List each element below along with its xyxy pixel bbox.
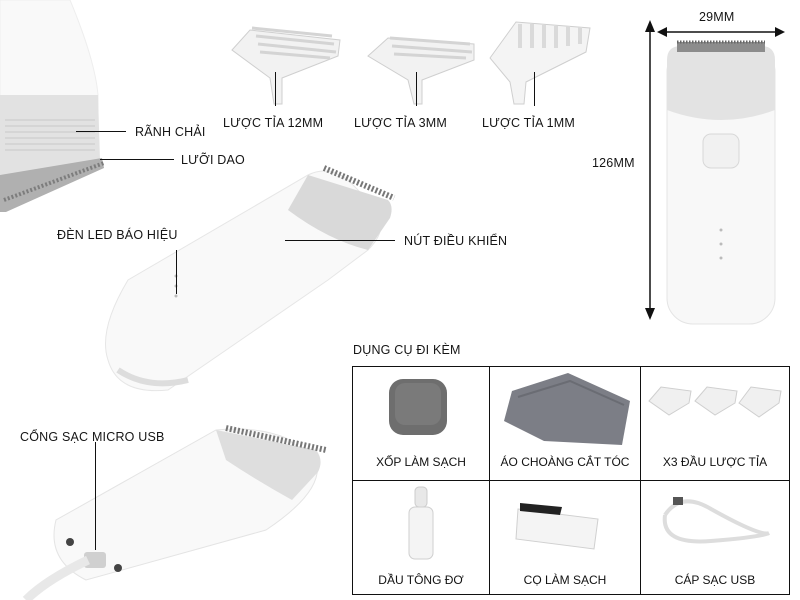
accessory-label: CỌ LÀM SẠCH [523, 573, 607, 587]
cape-image [504, 373, 630, 445]
clipper-usb-port-image [22, 425, 327, 600]
comb-label-3mm: LƯỢC TỈA 3MM [354, 116, 448, 130]
label-nut-dieu-khien: NÚT ĐIỀU KHIỂN [404, 234, 508, 248]
usb-cable-image [662, 497, 770, 544]
accessory-label: CÁP SẠC USB [674, 573, 756, 587]
label-ranh-chai: RÃNH CHẢI [135, 125, 206, 139]
label-den-led: ĐÈN LED BÁO HIỆU [57, 228, 178, 242]
clipper-front-view-image [666, 40, 776, 325]
dimension-height: 126MM [592, 156, 635, 170]
accessories-title: DỤNG CỤ ĐI KÈM [353, 343, 461, 357]
cleaning-brush-image [515, 503, 599, 550]
accessory-cell: XỐP LÀM SẠCH [353, 367, 490, 481]
accessory-cell: ÁO CHOÀNG CẮT TÓC [490, 367, 641, 481]
label-cong-sac: CỔNG SẠC MICRO USB [20, 430, 165, 444]
clipper-closeup-image [0, 0, 105, 212]
comb-12mm-image [231, 26, 341, 105]
accessories-grid: XỐP LÀM SẠCH ÁO CHOÀNG CẮT TÓC X3 ĐẦU LƯ… [352, 366, 790, 595]
accessory-cell: CỌ LÀM SẠCH [490, 481, 641, 594]
comb-label-1mm: LƯỢC TỈA 1MM [482, 116, 576, 130]
dimension-width: 29MM [699, 10, 735, 24]
comb-1mm-image [489, 21, 591, 105]
accessory-label: DẦU TÔNG ĐƠ [378, 573, 464, 587]
sponge-image [389, 379, 447, 435]
clipper-main-image [105, 165, 396, 392]
comb-label-12mm: LƯỢC TỈA 12MM [223, 116, 324, 130]
accessory-cell: DẦU TÔNG ĐƠ [353, 481, 490, 594]
accessory-label: X3 ĐẦU LƯỢC TỈA [662, 455, 768, 469]
accessory-label: ÁO CHOÀNG CẮT TÓC [500, 455, 630, 469]
accessory-label: XỐP LÀM SẠCH [376, 455, 466, 469]
oil-bottle-image [408, 486, 434, 560]
comb-3mm-image [367, 36, 475, 105]
width-arrow [657, 27, 785, 37]
three-combs-image [648, 386, 782, 418]
accessory-cell: CÁP SẠC USB [641, 481, 789, 594]
height-arrow [645, 20, 655, 320]
accessory-cell: X3 ĐẦU LƯỢC TỈA [641, 367, 789, 481]
label-luoi-dao: LƯỠI DAO [181, 153, 245, 167]
